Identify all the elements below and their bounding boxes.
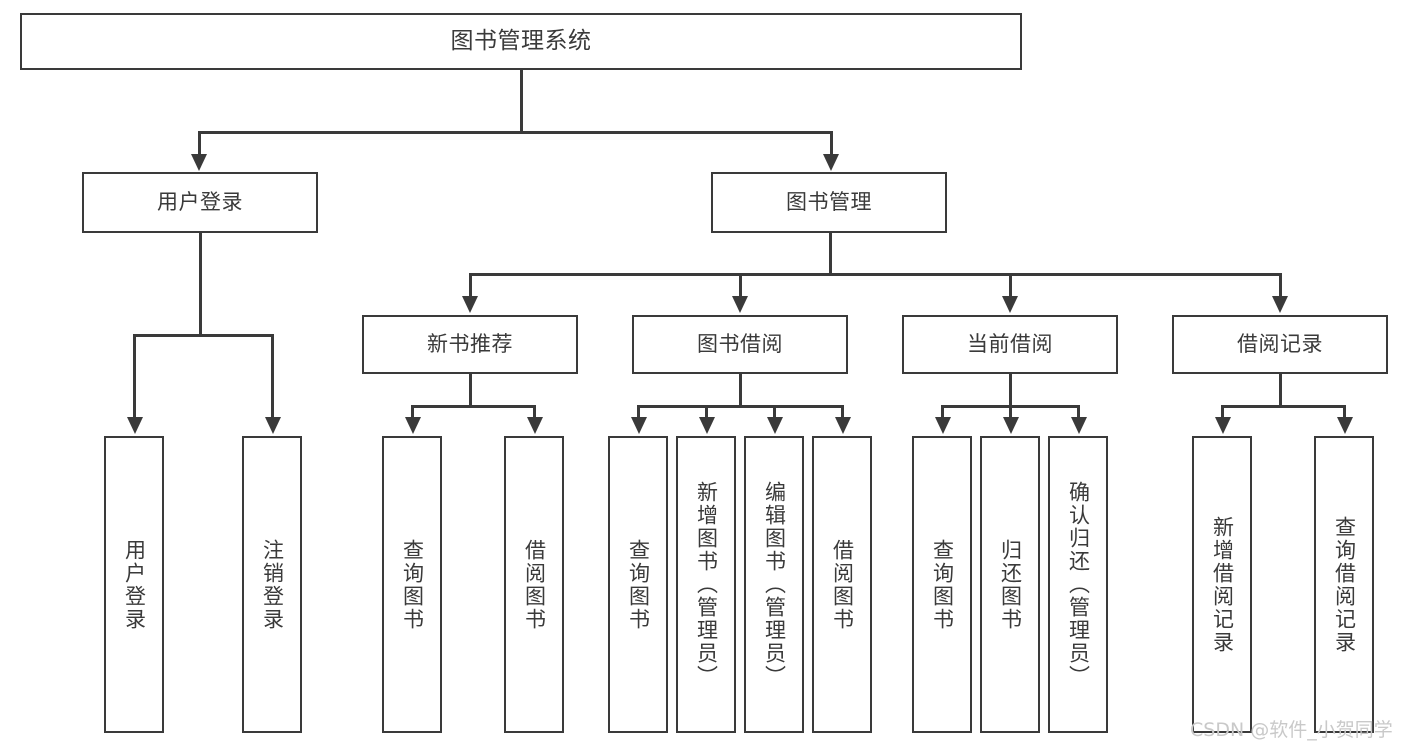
connector-bb-bar (637, 405, 843, 408)
leaf-user-login[interactable]: 用户登录 (104, 436, 164, 733)
leaf-query-borrow-record-label: 查询借阅记录 (1332, 515, 1357, 654)
connector-bm-to-current-borrow (1009, 273, 1012, 299)
leaf-return-book[interactable]: 归还图书 (980, 436, 1040, 733)
leaf-add-book[interactable]: 新增图书（管理员） (676, 436, 736, 733)
node-root[interactable]: 图书管理系统 (20, 13, 1022, 70)
node-book-management-label: 图书管理 (786, 189, 872, 214)
leaf-query-book-1[interactable]: 查询图书 (382, 436, 442, 733)
connector-cb-1 (941, 405, 944, 419)
connector-bm-to-borrow-record (1279, 273, 1282, 299)
connector-bb-4 (841, 405, 844, 419)
connector-cb-3 (1077, 405, 1080, 419)
connector-user-login-bar (133, 334, 273, 337)
node-current-borrow[interactable]: 当前借阅 (902, 315, 1118, 374)
connector-root-to-book-management (830, 131, 833, 157)
connector-book-management-stem (829, 233, 832, 275)
connector-cb-stem (1009, 374, 1012, 407)
node-user-login-label: 用户登录 (157, 189, 243, 214)
connector-root-bar (198, 131, 833, 134)
connector-bm-to-new-book (469, 273, 472, 299)
arrow-bm-to-current-borrow (1002, 296, 1018, 313)
connector-bb-3 (773, 405, 776, 419)
connector-nbr-left (411, 405, 414, 419)
arrow-bb-to-edit-book (767, 417, 783, 434)
connector-user-login-left (133, 334, 136, 419)
leaf-borrow-book-2-label: 借阅图书 (830, 538, 855, 631)
leaf-add-borrow-record-label: 新增借阅记录 (1210, 515, 1235, 654)
leaf-borrow-book-1-label: 借阅图书 (522, 538, 547, 631)
arrow-user-login-to-leaf-logout (265, 417, 281, 434)
node-borrow-record-label: 借阅记录 (1237, 331, 1323, 356)
leaf-query-book-2-label: 查询图书 (626, 538, 651, 631)
arrow-br-to-query-record (1337, 417, 1353, 434)
leaf-borrow-book-2[interactable]: 借阅图书 (812, 436, 872, 733)
node-current-borrow-label: 当前借阅 (967, 331, 1053, 356)
connector-bb-1 (637, 405, 640, 419)
leaf-query-book-1-label: 查询图书 (400, 538, 425, 631)
node-borrow-record[interactable]: 借阅记录 (1172, 315, 1388, 374)
connector-root-stem (520, 70, 523, 133)
leaf-logout-login[interactable]: 注销登录 (242, 436, 302, 733)
connector-br-left (1221, 405, 1224, 419)
connector-nbr-stem (469, 374, 472, 407)
arrow-br-to-add-record (1215, 417, 1231, 434)
leaf-query-book-3-label: 查询图书 (930, 538, 955, 631)
leaf-edit-book[interactable]: 编辑图书（管理员） (744, 436, 804, 733)
arrow-bm-to-book-borrow (732, 296, 748, 313)
leaf-add-borrow-record[interactable]: 新增借阅记录 (1192, 436, 1252, 733)
leaf-logout-login-label: 注销登录 (260, 538, 285, 631)
arrow-nbr-to-query-book (405, 417, 421, 434)
arrow-bb-to-add-book (699, 417, 715, 434)
leaf-query-book-2[interactable]: 查询图书 (608, 436, 668, 733)
node-new-book-recommend-label: 新书推荐 (427, 331, 513, 356)
leaf-edit-book-label: 编辑图书（管理员） (762, 481, 787, 688)
leaf-confirm-return[interactable]: 确认归还（管理员） (1048, 436, 1108, 733)
connector-user-login-right (271, 334, 274, 419)
arrow-bm-to-borrow-record (1272, 296, 1288, 313)
node-book-borrow[interactable]: 图书借阅 (632, 315, 848, 374)
arrow-cb-to-query-book (935, 417, 951, 434)
arrow-cb-to-confirm-return (1071, 417, 1087, 434)
connector-bb-stem (739, 374, 742, 407)
arrow-cb-to-return-book (1003, 417, 1019, 434)
arrow-root-to-user-login (191, 154, 207, 171)
leaf-return-book-label: 归还图书 (998, 538, 1023, 631)
node-book-borrow-label: 图书借阅 (697, 331, 783, 356)
connector-br-right (1343, 405, 1346, 419)
leaf-confirm-return-label: 确认归还（管理员） (1066, 481, 1091, 688)
connector-br-stem (1279, 374, 1282, 407)
node-user-login[interactable]: 用户登录 (82, 172, 318, 233)
arrow-root-to-book-management (823, 154, 839, 171)
connector-nbr-right (533, 405, 536, 419)
connector-bb-2 (705, 405, 708, 419)
arrow-user-login-to-leaf-user-login (127, 417, 143, 434)
connector-bm-to-book-borrow (739, 273, 742, 299)
arrow-nbr-to-borrow-book (527, 417, 543, 434)
node-new-book-recommend[interactable]: 新书推荐 (362, 315, 578, 374)
node-root-label: 图书管理系统 (450, 27, 592, 54)
leaf-borrow-book-1[interactable]: 借阅图书 (504, 436, 564, 733)
node-book-management[interactable]: 图书管理 (711, 172, 947, 233)
connector-root-to-user-login (198, 131, 201, 157)
leaf-query-borrow-record[interactable]: 查询借阅记录 (1314, 436, 1374, 733)
leaf-query-book-3[interactable]: 查询图书 (912, 436, 972, 733)
csdn-watermark: CSDN @软件_小贺同学 (1190, 719, 1393, 741)
leaf-add-book-label: 新增图书（管理员） (694, 481, 719, 688)
connector-user-login-stem (199, 233, 202, 336)
arrow-bb-to-borrow-book (835, 417, 851, 434)
arrow-bm-to-new-book-recommend (462, 296, 478, 313)
connector-cb-2 (1009, 405, 1012, 419)
connector-br-bar (1221, 405, 1345, 408)
leaf-user-login-label: 用户登录 (122, 538, 147, 631)
arrow-bb-to-query-book (631, 417, 647, 434)
connector-nbr-bar (411, 405, 535, 408)
connector-book-management-bar (469, 273, 1280, 276)
